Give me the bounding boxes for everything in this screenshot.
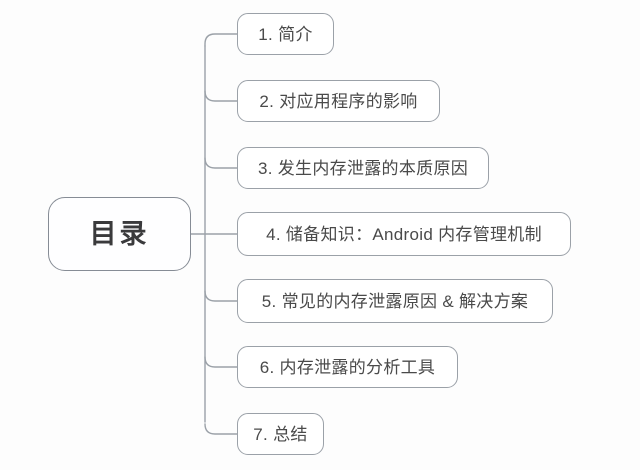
mindmap-node-6-label: 6. 内存泄露的分析工具 [259, 357, 436, 377]
connector-branch-3 [204, 157, 238, 169]
mindmap-node-5-label: 5. 常见的内存泄露原因 & 解决方案 [261, 291, 529, 311]
mindmap-node-5[interactable]: 5. 常见的内存泄露原因 & 解决方案 [237, 279, 553, 323]
mindmap-node-1[interactable]: 1. 简介 [237, 13, 334, 55]
mindmap-node-2[interactable]: 2. 对应用程序的影响 [237, 80, 440, 122]
root-node-label: 目录 [89, 218, 150, 249]
connector-branch-6 [204, 356, 238, 368]
mindmap-node-1-label: 1. 简介 [258, 24, 313, 44]
connector-branch-2 [204, 90, 238, 102]
connector-branch-1 [204, 33, 238, 47]
mindmap-node-4-label: 4. 储备知识：Android 内存管理机制 [266, 224, 542, 244]
mindmap-node-3[interactable]: 3. 发生内存泄露的本质原因 [237, 147, 489, 189]
mindmap-node-3-label: 3. 发生内存泄露的本质原因 [257, 158, 469, 178]
mindmap-node-4[interactable]: 4. 储备知识：Android 内存管理机制 [237, 212, 571, 256]
mindmap-node-2-label: 2. 对应用程序的影响 [259, 91, 418, 111]
connector-branch-7 [204, 423, 238, 435]
connector-branch-5 [204, 290, 238, 302]
root-node[interactable]: 目录 [48, 197, 191, 271]
mindmap-node-6[interactable]: 6. 内存泄露的分析工具 [237, 346, 458, 388]
mindmap-node-7-label: 7. 总结 [253, 424, 308, 444]
mindmap-node-7[interactable]: 7. 总结 [237, 413, 324, 455]
